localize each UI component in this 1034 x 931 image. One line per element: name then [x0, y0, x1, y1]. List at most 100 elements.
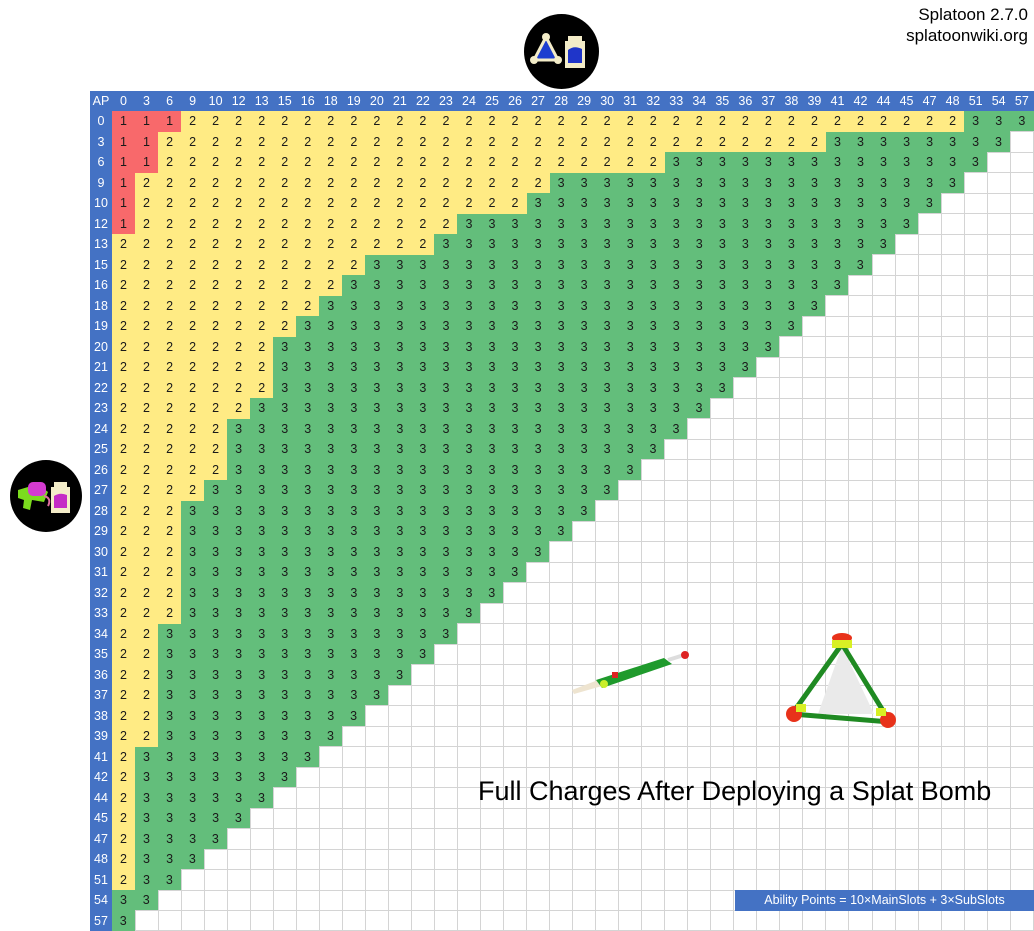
value-cell: 3	[296, 705, 320, 726]
value-cell: 3	[526, 418, 550, 439]
empty-cell	[387, 869, 412, 891]
empty-cell	[479, 746, 505, 768]
splat-bomb-icon	[786, 633, 896, 728]
empty-cell	[687, 766, 712, 788]
value-cell: 2	[111, 685, 136, 706]
value-cell: 3	[411, 418, 435, 439]
row-header: 37	[90, 685, 112, 706]
value-cell: 3	[204, 767, 228, 788]
value-cell: 3	[457, 275, 481, 296]
empty-cell	[871, 418, 896, 440]
value-cell: 2	[319, 234, 343, 255]
empty-cell	[802, 356, 827, 378]
value-cell: 2	[434, 131, 458, 152]
value-cell: 3	[641, 275, 665, 296]
value-cell: 3	[181, 767, 205, 788]
value-cell: 3	[480, 521, 504, 542]
empty-cell	[687, 664, 712, 686]
value-cell: 2	[135, 213, 159, 234]
value-cell: 3	[756, 193, 780, 214]
empty-cell	[802, 459, 827, 481]
empty-cell	[641, 910, 666, 931]
empty-cell	[526, 664, 551, 686]
empty-cell	[986, 192, 1011, 214]
empty-cell	[249, 848, 274, 870]
empty-cell	[641, 541, 666, 563]
empty-cell	[940, 397, 965, 419]
value-cell: 3	[342, 541, 366, 562]
empty-cell	[986, 356, 1011, 378]
empty-cell	[526, 705, 551, 727]
value-cell: 3	[549, 377, 573, 398]
empty-cell	[848, 848, 873, 870]
empty-cell	[779, 684, 804, 706]
value-cell: 3	[319, 705, 343, 726]
empty-cell	[710, 397, 735, 419]
value-cell: 3	[710, 357, 734, 378]
empty-cell	[1009, 807, 1034, 829]
empty-cell	[549, 623, 574, 645]
empty-cell	[733, 869, 758, 891]
value-cell: 2	[687, 131, 711, 152]
empty-cell	[618, 623, 643, 645]
value-cell: 3	[365, 603, 389, 624]
value-cell: 3	[227, 418, 251, 439]
empty-cell	[295, 766, 320, 788]
value-cell: 2	[526, 111, 550, 132]
empty-cell	[917, 336, 942, 358]
value-cell: 3	[733, 316, 757, 337]
empty-cell	[295, 848, 320, 870]
empty-cell	[963, 746, 988, 768]
empty-cell	[894, 602, 919, 624]
value-cell: 3	[204, 644, 228, 665]
empty-cell	[802, 418, 827, 440]
value-cell: 3	[549, 254, 573, 275]
value-cell: 3	[595, 418, 619, 439]
value-cell: 2	[135, 275, 159, 296]
empty-cell	[710, 438, 735, 460]
empty-cell	[710, 623, 735, 645]
empty-cell	[917, 500, 942, 522]
empty-cell	[387, 684, 412, 706]
empty-cell	[825, 582, 850, 604]
value-cell: 3	[181, 726, 205, 747]
value-cell: 3	[388, 336, 412, 357]
empty-cell	[641, 520, 666, 542]
value-cell: 3	[641, 172, 665, 193]
empty-cell	[456, 848, 481, 870]
empty-cell	[940, 684, 965, 706]
value-cell: 3	[250, 767, 274, 788]
value-cell: 2	[526, 152, 550, 173]
empty-cell	[503, 910, 528, 931]
value-cell: 3	[319, 500, 343, 521]
value-cell: 1	[111, 172, 136, 193]
value-cell: 3	[204, 664, 228, 685]
row-header: 34	[90, 623, 112, 644]
value-cell: 2	[135, 336, 159, 357]
value-cell: 3	[411, 316, 435, 337]
value-cell: 2	[273, 295, 297, 316]
value-cell: 3	[319, 357, 343, 378]
value-cell: 2	[411, 193, 435, 214]
value-cell: 3	[342, 459, 366, 480]
value-cell: 3	[250, 562, 274, 583]
value-cell: 3	[296, 746, 320, 767]
value-cell: 3	[111, 910, 136, 931]
value-cell: 3	[733, 234, 757, 255]
empty-cell	[848, 520, 873, 542]
empty-cell	[526, 828, 551, 850]
value-cell: 2	[319, 172, 343, 193]
value-cell: 3	[710, 295, 734, 316]
value-cell: 3	[756, 336, 780, 357]
empty-cell	[433, 725, 458, 747]
empty-cell	[203, 869, 228, 891]
value-cell: 3	[848, 172, 873, 193]
empty-cell	[710, 828, 735, 850]
value-cell: 3	[365, 623, 389, 644]
empty-cell	[779, 336, 804, 358]
value-cell: 3	[526, 254, 550, 275]
